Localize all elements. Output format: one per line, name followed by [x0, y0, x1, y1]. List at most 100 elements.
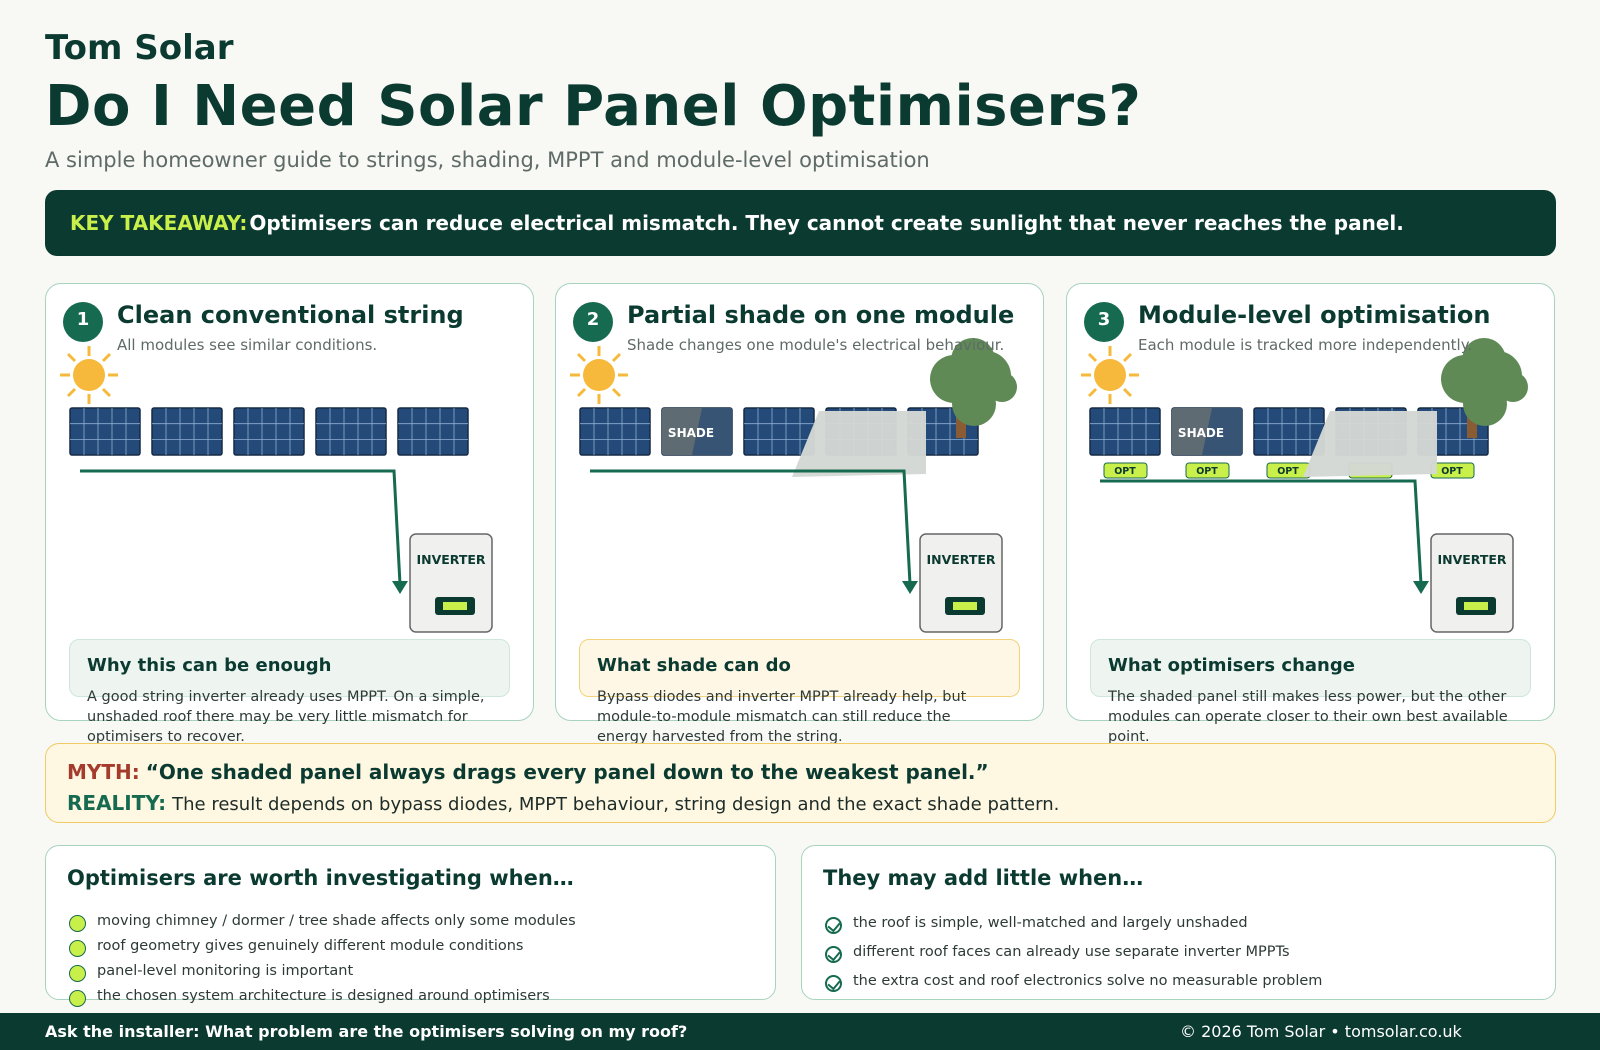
arrow-icon — [902, 581, 918, 594]
shaded-module: SHADE — [662, 408, 732, 455]
note-body: Bypass diodes and inverter MPPT already … — [597, 689, 967, 745]
optimiser-box: OPT — [1103, 462, 1148, 479]
note-title: What optimisers change — [1108, 655, 1355, 676]
worth-list: moving chimney / dormer / tree shade aff… — [69, 908, 576, 1008]
list-item: moving chimney / dormer / tree shade aff… — [69, 908, 576, 933]
clean-string-scene: INVERTER — [60, 346, 493, 633]
sun-icon — [1081, 346, 1139, 404]
shadow-shape — [1303, 411, 1437, 477]
check-icon — [825, 946, 842, 963]
step-number: 1 — [63, 302, 103, 342]
sun-icon — [60, 346, 118, 404]
card-subtitle: Shade changes one module's electrical be… — [627, 336, 1005, 354]
note-body: A good string inverter already uses MPPT… — [87, 689, 485, 745]
list-item: different roof faces can already use sep… — [825, 937, 1322, 966]
key-takeaway-banner: KEY TAKEAWAY: Optimisers can reduce elec… — [45, 190, 1556, 256]
panel-title: They may add little when… — [823, 866, 1144, 890]
shade-label: SHADE — [668, 426, 714, 440]
solar-module — [397, 407, 469, 456]
bullet-dot-icon — [69, 940, 86, 957]
inverter: INVERTER — [919, 533, 1003, 633]
note-title: Why this can be enough — [87, 655, 332, 676]
myth-reality-box: MYTH:“One shaded panel always drags ever… — [45, 743, 1556, 823]
step-number: 3 — [1084, 302, 1124, 342]
string-wire — [1100, 479, 1423, 585]
sun-icon — [570, 346, 628, 404]
solar-module — [315, 407, 387, 456]
tree-icon — [1441, 338, 1528, 438]
list-item: the roof is simple, well-matched and lar… — [825, 908, 1322, 937]
shaded-module: SHADE — [1172, 408, 1242, 455]
footer-copyright: © 2026 Tom Solar • tomsolar.co.uk — [1180, 1022, 1462, 1041]
card-subtitle: Each module is tracked more independentl… — [1138, 336, 1473, 354]
card-title: Clean conventional string — [117, 301, 464, 329]
svg-text:OPT: OPT — [1441, 466, 1463, 477]
reality-text: The result depends on bypass diodes, MPP… — [172, 794, 1060, 815]
solar-module — [1089, 407, 1161, 456]
list-item: roof geometry gives genuinely different … — [69, 933, 576, 958]
optimiser-box: OPT — [1185, 462, 1230, 479]
string-wire — [80, 469, 402, 585]
panel-title: Optimisers are worth investigating when… — [67, 866, 574, 890]
inverter: INVERTER — [409, 533, 493, 633]
card-module-optimisation: SHADE OPT OPT OPT OPT INVERTER 3 Module-… — [1066, 283, 1555, 745]
shade-label: SHADE — [1178, 426, 1224, 440]
tree-icon — [930, 338, 1017, 438]
card-clean-string: INVERTER 1 Clean conventional string All… — [45, 283, 534, 745]
solar-module — [1253, 407, 1325, 456]
solar-module — [233, 407, 305, 456]
svg-text:OPT: OPT — [1114, 466, 1136, 477]
note-body: The shaded panel still makes less power,… — [1108, 689, 1508, 745]
svg-text:OPT: OPT — [1277, 466, 1299, 477]
inverter-label: INVERTER — [416, 552, 485, 567]
reality-label: REALITY: — [67, 791, 167, 815]
solar-module — [69, 407, 141, 456]
page-subtitle: A simple homeowner guide to strings, sha… — [45, 148, 930, 172]
bullet-dot-icon — [69, 990, 86, 1007]
add-little-panel: They may add little when… the roof is si… — [801, 845, 1556, 1000]
check-icon — [825, 975, 842, 992]
inverter-label: INVERTER — [926, 552, 995, 567]
card-subtitle: All modules see similar conditions. — [117, 336, 378, 354]
takeaway-text: Optimisers can reduce electrical mismatc… — [249, 211, 1404, 235]
shadow-shape — [792, 411, 926, 477]
note-box: What optimisers change The shaded panel … — [1090, 639, 1531, 745]
brand: Tom Solar — [45, 28, 234, 68]
optimiser-box: OPT — [1266, 462, 1311, 479]
footer-bar: Ask the installer: What problem are the … — [0, 1013, 1600, 1050]
card-title: Module-level optimisation — [1138, 301, 1491, 329]
list-item: panel-level monitoring is important — [69, 958, 576, 983]
little-list: the roof is simple, well-matched and lar… — [825, 908, 1322, 995]
takeaway-label: KEY TAKEAWAY: — [70, 211, 248, 235]
card-title: Partial shade on one module — [627, 301, 1015, 329]
solar-module — [151, 407, 223, 456]
step-number: 2 — [573, 302, 613, 342]
svg-text:OPT: OPT — [1196, 466, 1218, 477]
worth-investigating-panel: Optimisers are worth investigating when…… — [45, 845, 776, 1007]
optimisation-scene: SHADE OPT OPT OPT OPT INVERTER — [1081, 338, 1528, 633]
myth-label: MYTH: — [67, 760, 140, 784]
card-partial-shade: SHADE INVERTER 2 Partial shade on one mo… — [555, 283, 1044, 745]
note-box: Why this can be enough A good string inv… — [69, 639, 510, 745]
inverter: INVERTER — [1430, 533, 1514, 633]
optimiser-box: OPT — [1430, 462, 1475, 479]
myth-line: MYTH:“One shaded panel always drags ever… — [67, 760, 989, 784]
partial-shade-scene: SHADE INVERTER — [570, 338, 1017, 633]
note-box: What shade can do Bypass diodes and inve… — [579, 639, 1020, 745]
inverter-label: INVERTER — [1437, 552, 1506, 567]
page-title: Do I Need Solar Panel Optimisers? — [45, 74, 1142, 139]
reality-line: REALITY:The result depends on bypass dio… — [67, 791, 1059, 815]
string-wire — [590, 469, 912, 585]
list-item: the extra cost and roof electronics solv… — [825, 966, 1322, 995]
bullet-dot-icon — [69, 915, 86, 932]
arrow-icon — [392, 581, 408, 594]
myth-text: “One shaded panel always drags every pan… — [145, 760, 989, 784]
solar-module — [743, 407, 815, 456]
bullet-dot-icon — [69, 965, 86, 982]
footer-question: Ask the installer: What problem are the … — [45, 1022, 688, 1041]
list-item: the chosen system architecture is design… — [69, 983, 576, 1008]
solar-module — [579, 407, 651, 456]
note-title: What shade can do — [597, 655, 791, 676]
arrow-icon — [1413, 581, 1429, 594]
check-icon — [825, 917, 842, 934]
